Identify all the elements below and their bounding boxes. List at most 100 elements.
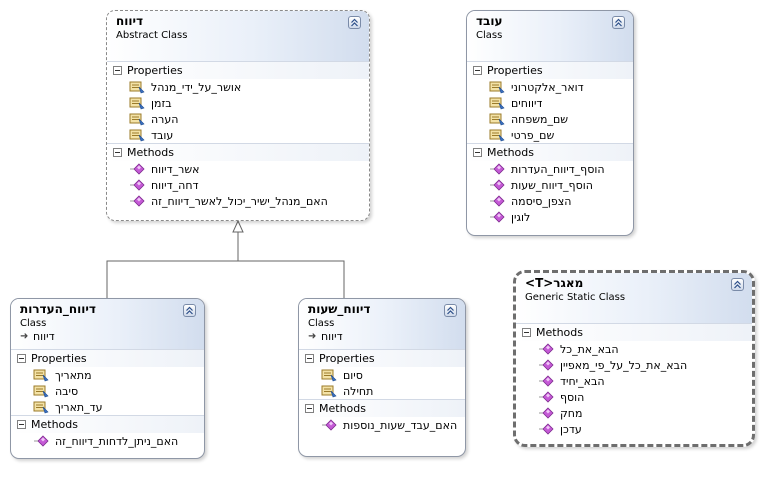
class-report[interactable]: דיווח Abstract Class Properties אושר_על_… (106, 10, 370, 221)
collapse-icon[interactable] (183, 304, 196, 317)
collapse-icon[interactable] (444, 304, 457, 317)
methods-section-header[interactable]: Methods (107, 143, 369, 161)
class-header: דיווח Abstract Class (107, 11, 369, 61)
class-header: דיווח_העדרות Class ➜דיווח (11, 299, 204, 349)
method-item[interactable]: הבא_יחיד (516, 373, 752, 389)
collapse-icon[interactable] (348, 16, 361, 29)
class-name: עובד (476, 14, 503, 28)
method-item[interactable]: הוסף (516, 389, 752, 405)
property-item[interactable]: סיבה (11, 383, 204, 399)
property-name: שם_משפחה (511, 112, 569, 126)
property-item[interactable]: אושר_על_ידי_מנהל (107, 79, 369, 95)
collapse-icon[interactable] (612, 16, 625, 29)
class-header: מאגר<T> Generic Static Class (516, 273, 752, 323)
method-icon (538, 358, 554, 372)
property-item[interactable]: דיווחים (467, 95, 633, 111)
properties-section-header[interactable]: Properties (107, 61, 369, 79)
method-name: הוסף (560, 390, 585, 404)
property-name: דיווחים (511, 96, 543, 110)
property-item[interactable]: תחילה (299, 383, 465, 399)
property-icon (489, 96, 505, 110)
method-item[interactable]: לוגין (467, 209, 633, 225)
method-item[interactable]: הבא_את_כל_על_פי_מאפיין (516, 357, 752, 373)
property-item[interactable]: עד_תאריך (11, 399, 204, 415)
method-item[interactable]: אשר_דיווח (107, 161, 369, 177)
section-title: Properties (487, 64, 543, 77)
method-item[interactable]: הבא_את_כל (516, 341, 752, 357)
property-item[interactable]: הערה (107, 111, 369, 127)
property-icon (129, 80, 145, 94)
property-icon (129, 128, 145, 142)
method-item[interactable]: האם_מנהל_ישיר_יכול_לאשר_דיווח_זה (107, 193, 369, 209)
property-name: עובד (151, 128, 174, 142)
method-item[interactable]: הצפן_סיסמה (467, 193, 633, 209)
method-item[interactable]: דחה_דיווח (107, 177, 369, 193)
base-class: ➜דיווח (308, 330, 343, 343)
property-icon (489, 80, 505, 94)
property-name: אושר_על_ידי_מנהל (151, 80, 242, 94)
property-item[interactable]: דואר_אלקטרוני (467, 79, 633, 95)
collapse-section-icon[interactable] (473, 148, 482, 157)
collapse-section-icon[interactable] (522, 328, 531, 337)
method-item[interactable]: האם_ניתן_לדחות_דיווח_זה (11, 433, 204, 449)
collapse-section-icon[interactable] (17, 420, 26, 429)
property-item[interactable]: עובד (107, 127, 369, 143)
property-item[interactable]: מתאריך (11, 367, 204, 383)
property-icon (33, 400, 49, 414)
method-item[interactable]: מחק (516, 405, 752, 421)
property-item[interactable]: בזמן (107, 95, 369, 111)
method-item[interactable]: הוסף_דיווח_שעות (467, 177, 633, 193)
class-name: דיווח (116, 14, 144, 28)
method-name: הצפן_סיסמה (511, 194, 572, 208)
method-icon (538, 406, 554, 420)
property-name: בזמן (151, 96, 172, 110)
collapse-section-icon[interactable] (305, 354, 314, 363)
methods-section-header[interactable]: Methods (467, 143, 633, 161)
collapse-icon[interactable] (731, 278, 744, 291)
collapse-section-icon[interactable] (113, 66, 122, 75)
methods-section-header[interactable]: Methods (299, 399, 465, 417)
property-name: שם_פרטי (511, 128, 555, 142)
class-name: דיווח_שעות (308, 302, 371, 316)
properties-section-header[interactable]: Properties (299, 349, 465, 367)
property-item[interactable]: שם_משפחה (467, 111, 633, 127)
property-icon (129, 112, 145, 126)
inherits-arrow-icon: ➜ (308, 331, 317, 342)
method-item[interactable]: הוסף_דיווח_העדרות (467, 161, 633, 177)
property-item[interactable]: סיום (299, 367, 465, 383)
method-item[interactable]: עדכן (516, 421, 752, 437)
class-repository[interactable]: מאגר<T> Generic Static Class Methods הבא… (513, 270, 755, 447)
class-header: דיווח_שעות Class ➜דיווח (299, 299, 465, 349)
methods-section-header[interactable]: Methods (516, 323, 752, 341)
section-title: Properties (319, 352, 375, 365)
collapse-section-icon[interactable] (305, 404, 314, 413)
property-icon (321, 368, 337, 382)
method-name: האם_מנהל_ישיר_יכול_לאשר_דיווח_זה (151, 194, 328, 208)
class-absence-report[interactable]: דיווח_העדרות Class ➜דיווח Properties מתא… (10, 298, 205, 459)
collapse-section-icon[interactable] (17, 354, 26, 363)
collapse-section-icon[interactable] (113, 148, 122, 157)
class-kind: Class (20, 318, 47, 329)
property-icon (321, 384, 337, 398)
method-name: דחה_דיווח (151, 178, 199, 192)
method-name: הוסף_דיווח_שעות (511, 178, 593, 192)
method-name: האם_עבד_שעות_נוספות (343, 418, 458, 432)
property-name: מתאריך (55, 368, 92, 382)
method-icon (321, 418, 337, 432)
methods-section-header[interactable]: Methods (11, 415, 204, 433)
method-name: עדכן (560, 422, 582, 436)
section-title: Methods (319, 402, 366, 415)
collapse-section-icon[interactable] (473, 66, 482, 75)
method-icon (129, 162, 145, 176)
properties-section-header[interactable]: Properties (11, 349, 204, 367)
class-name: דיווח_העדרות (20, 302, 96, 316)
properties-section-header[interactable]: Properties (467, 61, 633, 79)
method-item[interactable]: האם_עבד_שעות_נוספות (299, 417, 465, 433)
property-item[interactable]: שם_פרטי (467, 127, 633, 143)
method-icon (489, 194, 505, 208)
property-name: תחילה (343, 384, 374, 398)
property-name: עד_תאריך (55, 400, 103, 414)
method-icon (129, 178, 145, 192)
